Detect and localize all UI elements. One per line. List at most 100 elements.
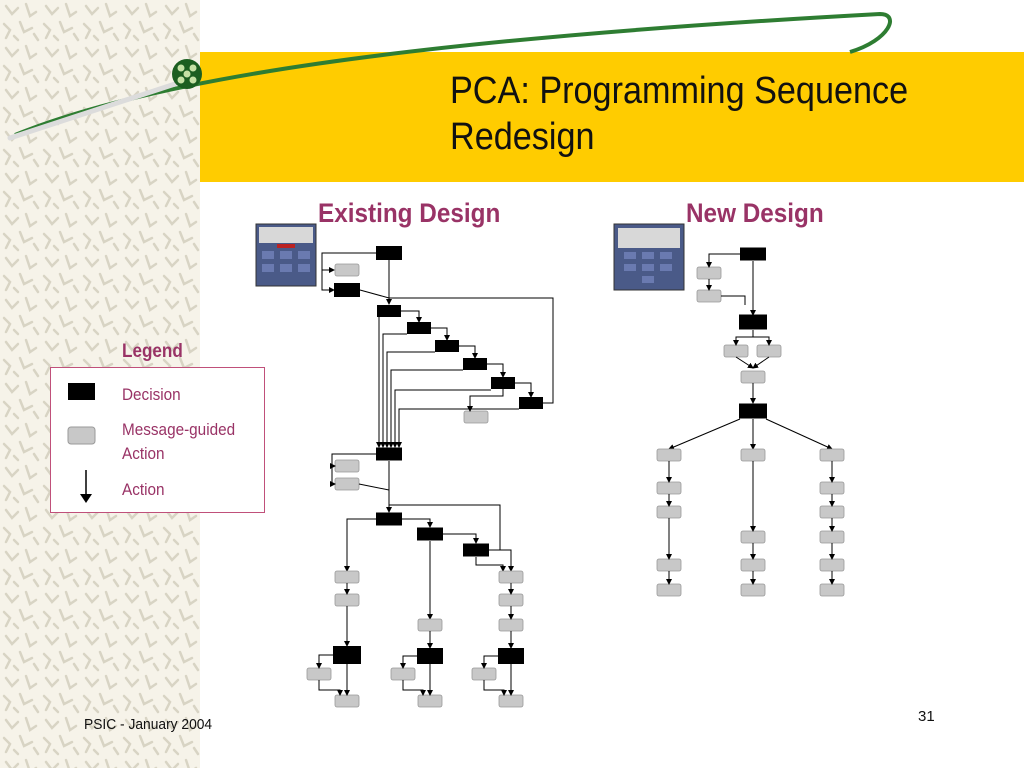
action-arrow — [402, 680, 426, 696]
action-arrow — [330, 466, 336, 487]
existing-design-heading: Existing Design — [318, 198, 501, 228]
decision-node — [739, 314, 767, 330]
action-arrow — [753, 336, 772, 346]
message-action-node — [498, 618, 524, 632]
decision-node — [333, 646, 361, 664]
action-arrow — [392, 389, 491, 448]
message-action-node — [696, 289, 722, 303]
decision-node — [417, 648, 443, 664]
decision-node — [498, 648, 524, 664]
message-action-node — [498, 593, 524, 607]
decision-node — [377, 305, 401, 317]
message-action-node — [740, 558, 766, 572]
action-arrow — [489, 549, 514, 572]
message-action-node — [756, 344, 782, 358]
slide-title: PCA: Programming Sequence Redesign — [450, 70, 909, 158]
message-action-node — [819, 530, 845, 544]
message-action-node — [656, 481, 682, 495]
message-action-node — [740, 530, 766, 544]
message-action-node — [471, 667, 497, 681]
message-action-node — [723, 344, 749, 358]
decision-node — [334, 283, 360, 297]
action-arrow — [752, 356, 770, 369]
action-arrow — [467, 389, 504, 412]
swoosh-decoration — [7, 11, 892, 141]
decision-node — [463, 358, 487, 370]
message-action-node — [819, 558, 845, 572]
message-action-node — [740, 448, 766, 462]
action-arrow — [396, 408, 519, 448]
new-device-thumbnail — [613, 223, 685, 291]
decision-node — [435, 340, 459, 352]
message-action-node — [334, 694, 360, 708]
action-arrow — [483, 680, 507, 696]
decision-node — [740, 247, 766, 261]
action-arrow — [475, 557, 506, 572]
molecule-icon — [172, 59, 202, 89]
action-arrow — [400, 655, 417, 669]
message-action-node — [740, 583, 766, 597]
decision-node — [739, 403, 767, 419]
message-action-node — [306, 667, 332, 681]
message-action-node — [740, 370, 766, 384]
connector-line — [389, 504, 501, 551]
title-banner — [200, 52, 1024, 182]
connector-line — [359, 289, 390, 299]
message-action-node — [819, 448, 845, 462]
action-arrow — [735, 356, 754, 369]
message-action-node — [417, 694, 443, 708]
legend-title: Legend — [122, 341, 183, 362]
message-action-node — [334, 593, 360, 607]
action-arrow — [668, 418, 741, 450]
decision-node — [407, 322, 431, 334]
action-arrow — [330, 453, 376, 469]
decision-node — [463, 543, 489, 557]
legend-label-decision: Decision — [122, 385, 181, 404]
action-arrow — [481, 655, 498, 669]
message-action-node — [656, 505, 682, 519]
action-arrow — [316, 654, 333, 669]
footer-text: PSIC - January 2004 — [84, 716, 213, 733]
action-arrow — [344, 518, 376, 572]
slide-number: 31 — [918, 708, 935, 725]
decision-node — [376, 447, 402, 461]
message-action-node — [819, 481, 845, 495]
action-arrow — [388, 369, 463, 448]
message-action-node — [656, 583, 682, 597]
action-arrow — [380, 333, 407, 448]
new-design-heading: New Design — [686, 198, 824, 228]
action-arrow — [384, 351, 435, 448]
decision-node — [376, 512, 402, 526]
action-arrow — [765, 418, 833, 450]
message-action-node — [390, 667, 416, 681]
message-action-node — [334, 263, 360, 277]
decision-node — [376, 246, 402, 260]
legend-label-action: Action — [122, 480, 165, 499]
action-arrow — [321, 252, 376, 273]
action-arrow — [459, 345, 478, 359]
decision-node — [417, 527, 443, 541]
action-arrow — [321, 270, 335, 293]
message-action-node — [417, 618, 443, 632]
action-arrow — [487, 363, 506, 378]
message-action-node — [463, 410, 489, 424]
action-arrow — [318, 680, 343, 696]
decision-node — [519, 397, 543, 409]
connector-line — [358, 483, 390, 491]
message-action-node — [498, 570, 524, 584]
action-arrow — [443, 533, 479, 544]
existing-device-thumbnail — [255, 223, 317, 287]
connector-line — [721, 295, 746, 305]
message-action-node — [334, 477, 360, 491]
connector-line — [389, 297, 554, 404]
message-action-node — [819, 583, 845, 597]
message-action-node — [334, 459, 360, 473]
decision-node — [491, 377, 515, 389]
action-arrow — [515, 382, 534, 398]
message-action-node — [498, 694, 524, 708]
action-arrow — [431, 327, 450, 341]
pointer-line — [7, 81, 178, 141]
action-arrow — [706, 253, 740, 268]
action-arrow — [401, 310, 422, 323]
